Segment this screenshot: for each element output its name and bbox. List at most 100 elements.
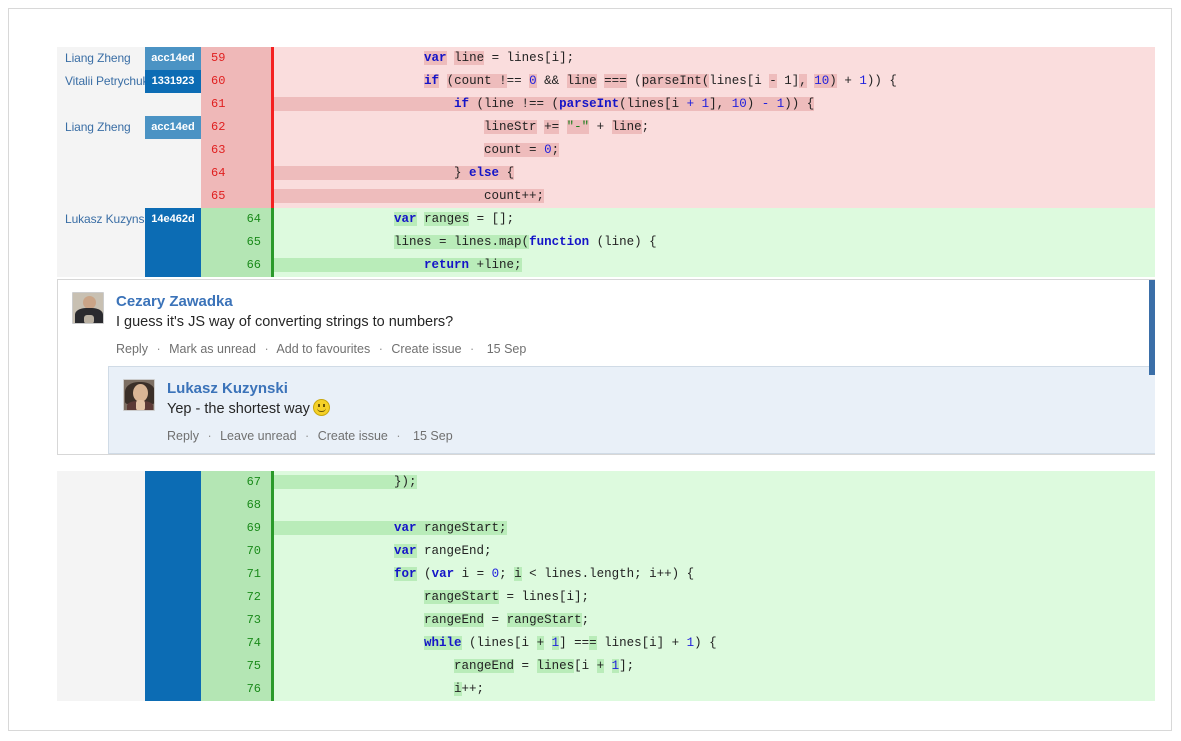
line-number-gutter[interactable]: 59 — [201, 47, 271, 70]
diff-row[interactable]: 65 lines = lines.map(function (line) { — [57, 231, 1155, 254]
diff-marker-bar — [271, 471, 274, 494]
line-number-gutter[interactable]: 76 — [201, 678, 271, 701]
action-leave-unread[interactable]: Leave unread — [220, 429, 297, 443]
reply-text: Yep - the shortest way — [167, 401, 310, 417]
blame-author — [57, 93, 145, 116]
comment-author-name[interactable]: Cezary Zawadka — [116, 293, 233, 310]
action-reply[interactable]: Reply — [167, 429, 199, 443]
line-number: 71 — [246, 567, 261, 581]
line-number: 64 — [246, 212, 261, 226]
code-line[interactable]: var rangeEnd; — [274, 540, 1155, 563]
code-line[interactable]: }); — [274, 471, 1155, 494]
diff-marker-bar — [271, 116, 274, 139]
code-line[interactable]: if (line !== (parseInt(lines[i + 1], 10)… — [274, 93, 1155, 116]
line-number-gutter[interactable]: 74 — [201, 632, 271, 655]
code-line[interactable]: rangeEnd = rangeStart; — [274, 609, 1155, 632]
diff-row[interactable]: 61 if (line !== (parseInt(lines[i + 1], … — [57, 93, 1155, 116]
code-line[interactable]: rangeStart = lines[i]; — [274, 586, 1155, 609]
diff-row[interactable]: 65 count++; — [57, 185, 1155, 208]
line-number-gutter[interactable]: 60 — [201, 70, 271, 93]
blame-commit-hash[interactable]: 1331923 — [145, 70, 201, 93]
comment-date: 15 Sep — [486, 342, 527, 356]
blame-commit-hash — [145, 678, 201, 701]
action-add-to-favourites[interactable]: Add to favourites — [276, 342, 371, 356]
code-line[interactable]: lineStr += "-" + line; — [274, 116, 1155, 139]
diff-row[interactable]: 74 while (lines[i + 1] === lines[i] + 1)… — [57, 632, 1155, 655]
line-number-gutter[interactable]: 67 — [201, 471, 271, 494]
comment-body-text: I guess it's JS way of converting string… — [116, 314, 454, 330]
comment-reply: Lukasz Kuzynski Yep - the shortest way R… — [109, 367, 1155, 453]
line-number-gutter[interactable]: 65 — [201, 231, 271, 254]
line-number-gutter[interactable]: 73 — [201, 609, 271, 632]
avatar-cezary-zawadka[interactable] — [72, 292, 104, 324]
diff-row[interactable]: 72 rangeStart = lines[i]; — [57, 586, 1155, 609]
code-line[interactable]: i++; — [274, 678, 1155, 701]
line-number-gutter[interactable]: 71 — [201, 563, 271, 586]
diff-row[interactable]: 67 }); — [57, 471, 1155, 494]
avatar-lukasz-kuzynski[interactable] — [123, 379, 155, 411]
blame-commit-hash — [145, 632, 201, 655]
diff-row[interactable]: 71 for (var i = 0; i < lines.length; i++… — [57, 563, 1155, 586]
line-number-gutter[interactable]: 68 — [201, 494, 271, 517]
action-create-issue[interactable]: Create issue — [317, 429, 388, 443]
code-line[interactable]: lines = lines.map(function (line) { — [274, 231, 1155, 254]
diff-row[interactable]: 69 var rangeStart; — [57, 517, 1155, 540]
diff-row[interactable]: 73 rangeEnd = rangeStart; — [57, 609, 1155, 632]
line-number-gutter[interactable]: 64 — [201, 162, 271, 185]
blame-commit-hash[interactable]: acc14ed — [145, 47, 201, 70]
line-number-gutter[interactable]: 61 — [201, 93, 271, 116]
action-create-issue[interactable]: Create issue — [391, 342, 462, 356]
reply-author-name[interactable]: Lukasz Kuzynski — [167, 380, 288, 397]
diff-row[interactable]: 75 rangeEnd = lines[i + 1]; — [57, 655, 1155, 678]
line-number: 60 — [211, 74, 226, 88]
blame-author: Liang Zheng — [57, 116, 145, 139]
code-line[interactable]: } else { — [274, 162, 1155, 185]
line-number-gutter[interactable]: 72 — [201, 586, 271, 609]
line-number-gutter[interactable]: 65 — [201, 185, 271, 208]
blame-commit-hash — [145, 185, 201, 208]
code-line[interactable]: return +line; — [274, 254, 1155, 277]
line-number-gutter[interactable]: 64 — [201, 208, 271, 231]
code-line[interactable]: while (lines[i + 1] === lines[i] + 1) { — [274, 632, 1155, 655]
code-line[interactable]: rangeEnd = lines[i + 1]; — [274, 655, 1155, 678]
diff-row[interactable]: 68 — [57, 494, 1155, 517]
line-number-gutter[interactable]: 62 — [201, 116, 271, 139]
comment-main: Cezary Zawadka I guess it's JS way of co… — [58, 280, 1155, 366]
blame-author — [57, 231, 145, 254]
diff-row[interactable]: 70 var rangeEnd; — [57, 540, 1155, 563]
blame-author — [57, 563, 145, 586]
blame-commit-hash — [145, 139, 201, 162]
blame-commit-hash — [145, 494, 201, 517]
code-line[interactable]: for (var i = 0; i < lines.length; i++) { — [274, 563, 1155, 586]
blame-commit-hash[interactable]: 14e462d — [145, 208, 201, 231]
diff-row[interactable]: 63 count = 0; — [57, 139, 1155, 162]
code-line[interactable]: count = 0; — [274, 139, 1155, 162]
blame-author — [57, 494, 145, 517]
code-line[interactable]: var rangeStart; — [274, 517, 1155, 540]
comment-reply-card: Lukasz Kuzynski Yep - the shortest way R… — [108, 366, 1155, 454]
line-number-gutter[interactable]: 75 — [201, 655, 271, 678]
line-number-gutter[interactable]: 70 — [201, 540, 271, 563]
line-number-gutter[interactable]: 69 — [201, 517, 271, 540]
line-number-gutter[interactable]: 66 — [201, 254, 271, 277]
blame-commit-hash[interactable]: acc14ed — [145, 116, 201, 139]
code-line[interactable]: var ranges = []; — [274, 208, 1155, 231]
diff-row[interactable]: 66 return +line; — [57, 254, 1155, 277]
blame-commit-hash — [145, 471, 201, 494]
line-number-gutter[interactable]: 63 — [201, 139, 271, 162]
action-separator: · — [156, 342, 161, 356]
code-line[interactable] — [274, 494, 1155, 517]
action-reply[interactable]: Reply — [116, 342, 148, 356]
code-line[interactable]: if (count !== 0 && line === (parseInt(li… — [274, 70, 1155, 93]
diff-row[interactable]: 76 i++; — [57, 678, 1155, 701]
code-line[interactable]: var line = lines[i]; — [274, 47, 1155, 70]
diff-row[interactable]: 64 } else { — [57, 162, 1155, 185]
action-mark-as-unread[interactable]: Mark as unread — [169, 342, 256, 356]
code-line[interactable]: count++; — [274, 185, 1155, 208]
blame-author: Lukasz Kuzynski — [57, 208, 145, 231]
